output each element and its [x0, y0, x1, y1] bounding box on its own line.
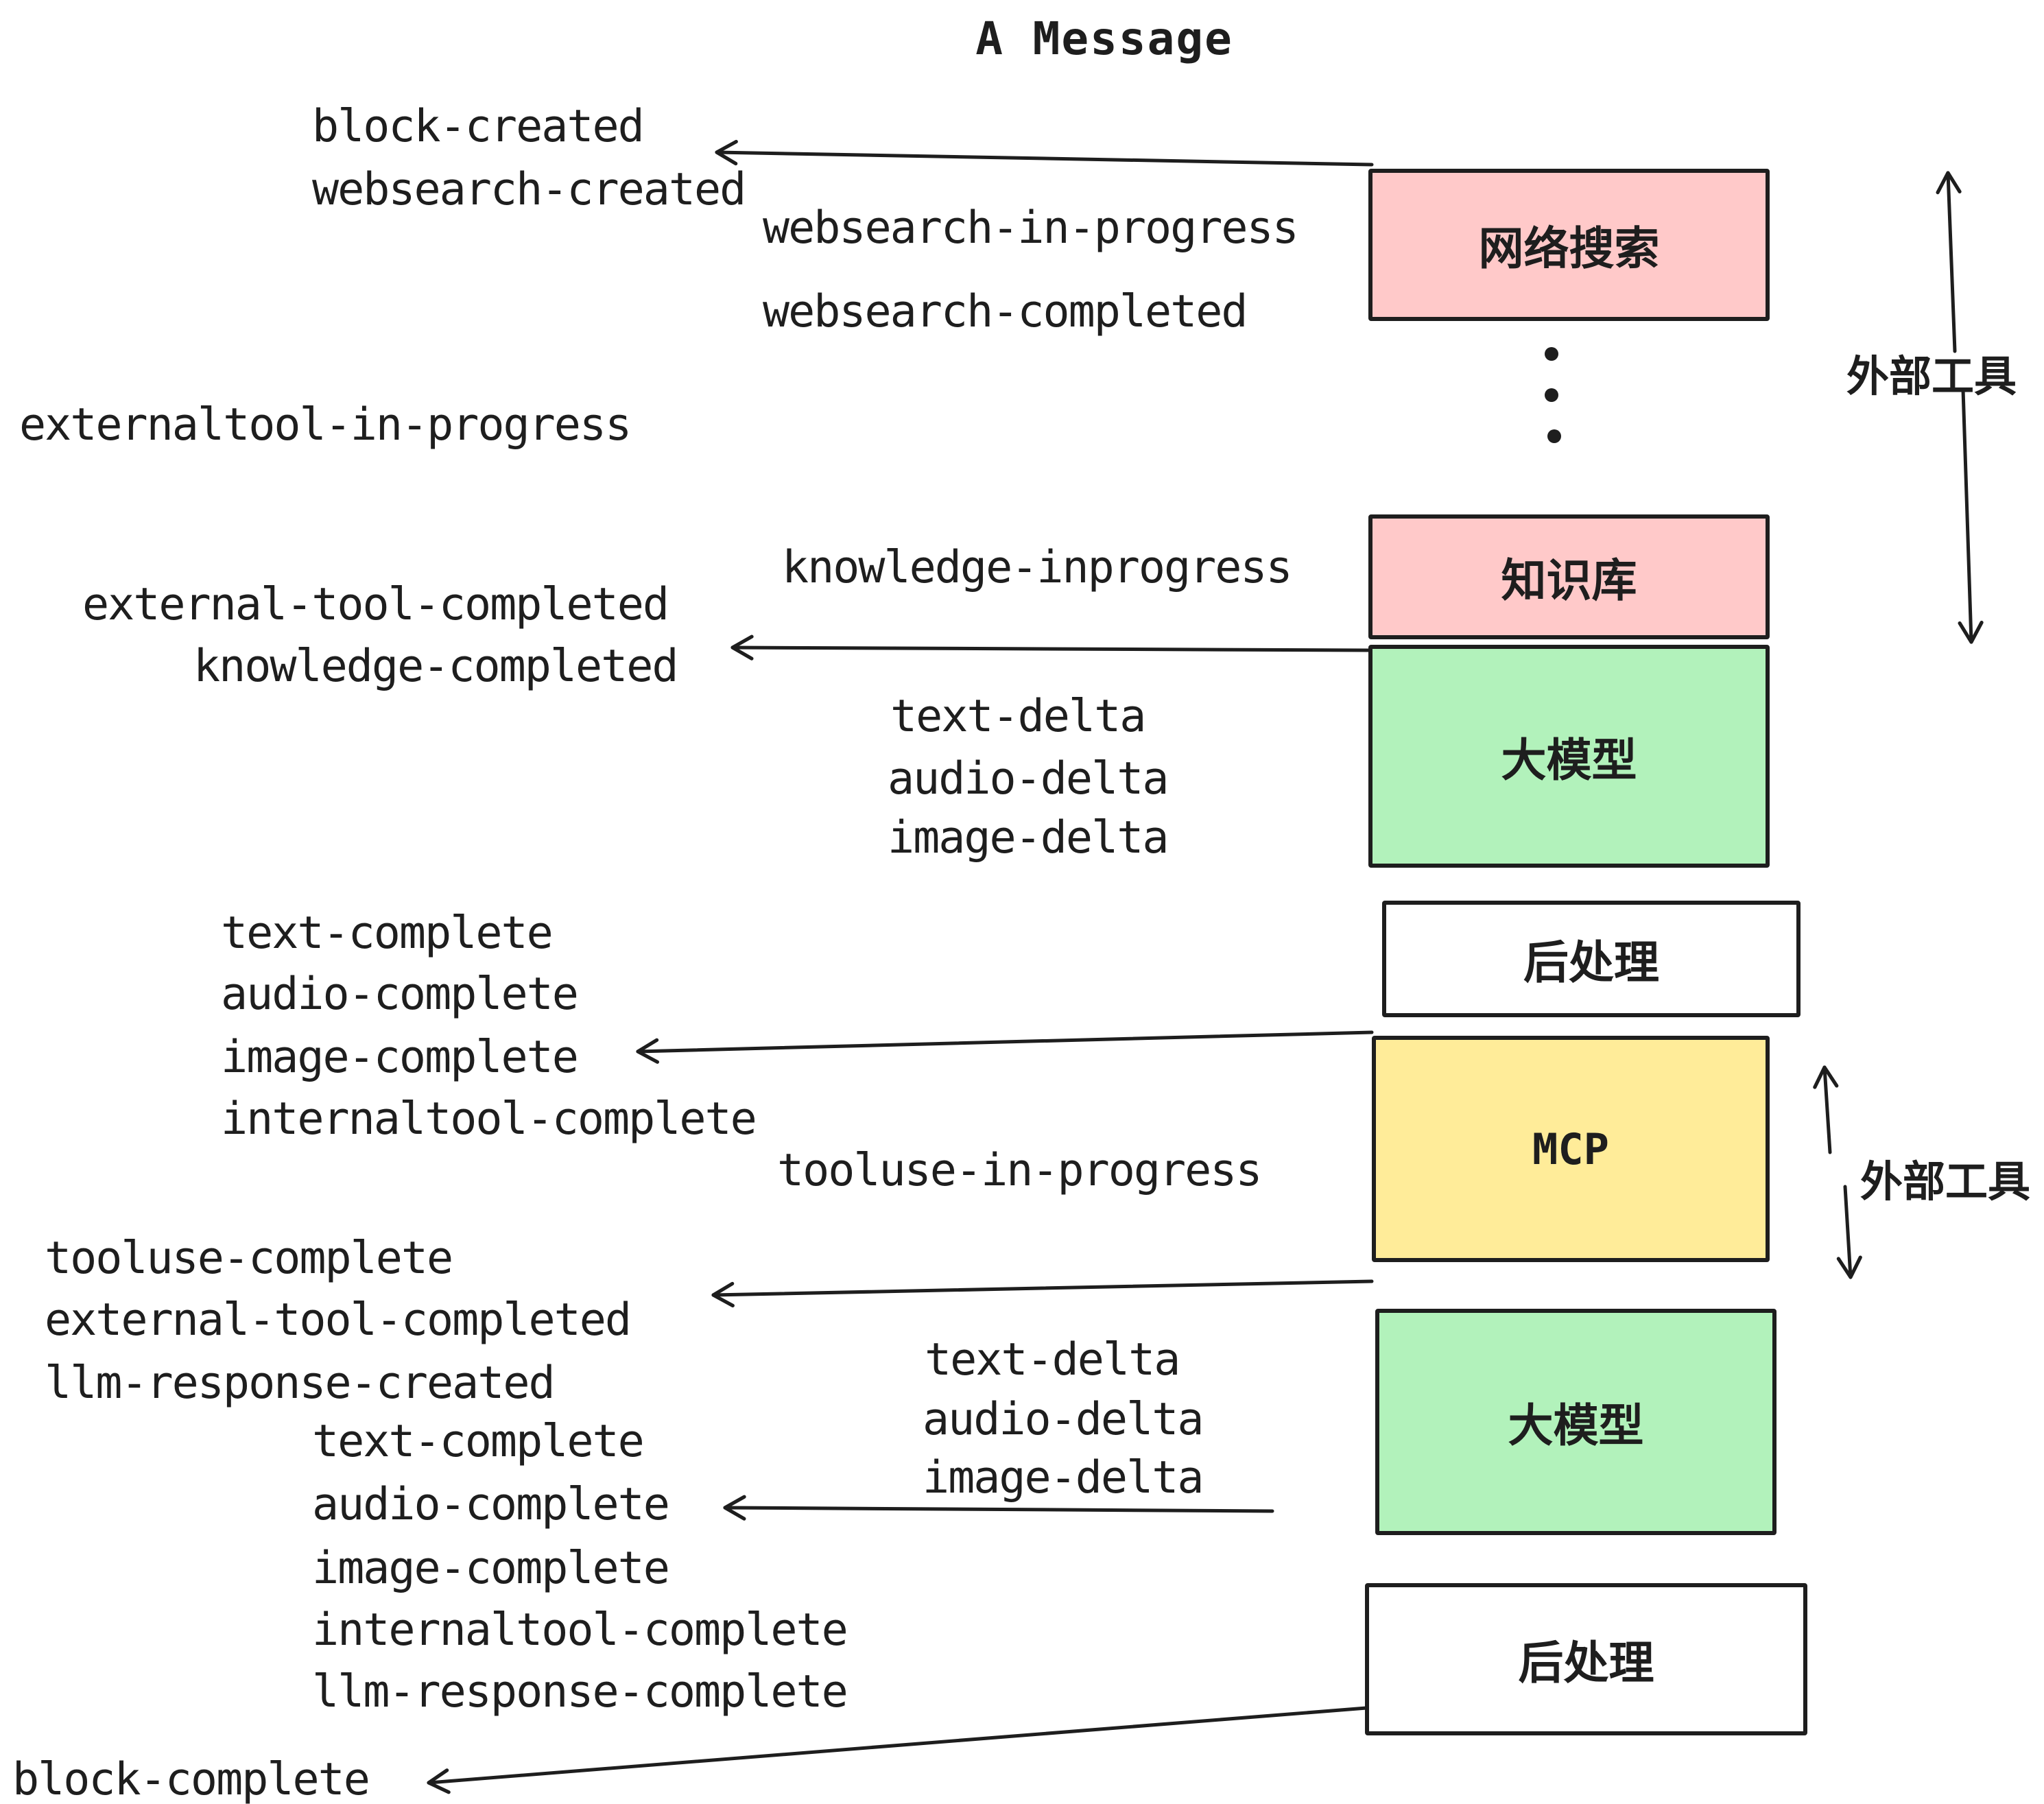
ellipsis-dots — [1545, 347, 1561, 443]
event-audio-complete-1: audio-complete — [221, 969, 579, 1020]
event-internaltool-complete-2: internaltool-complete — [312, 1604, 848, 1656]
arrow-knowledge-completed — [730, 634, 1370, 661]
event-audio-delta-1: audio-delta — [888, 753, 1169, 805]
external-tools-2-down-arrow — [1836, 1185, 1862, 1279]
external-tools-label-1: 外部工具 — [1846, 351, 2017, 401]
event-image-delta-1: image-delta — [888, 812, 1169, 864]
event-tooluse-complete: tooluse-complete — [45, 1233, 453, 1284]
arrow-audio-complete-2 — [723, 1495, 1274, 1521]
event-external-tool-completed-1: external-tool-completed — [82, 579, 669, 630]
event-knowledge-completed: knowledge-completed — [193, 641, 679, 692]
event-text-complete-1: text-complete — [221, 907, 554, 959]
event-tooluse-in-progress: tooluse-in-progress — [777, 1145, 1263, 1196]
arrow-tooluse-complete — [711, 1279, 1374, 1308]
event-websearch-created: websearch-created — [312, 164, 746, 215]
event-externaltool-in-progress: externaltool-in-progress — [19, 399, 632, 451]
event-image-complete-1: image-complete — [221, 1032, 579, 1083]
event-internaltool-complete-1: internaltool-complete — [221, 1093, 757, 1145]
event-block-complete: block-complete — [12, 1754, 370, 1804]
event-llm-response-complete: llm-response-complete — [312, 1666, 848, 1718]
external-tools-1-down-arrow — [1958, 388, 1984, 644]
box-llm-1: 大模型 — [1368, 645, 1770, 868]
box-llm-2: 大模型 — [1375, 1309, 1776, 1535]
box-mcp: MCP — [1372, 1036, 1770, 1262]
event-image-complete-2: image-complete — [312, 1543, 670, 1594]
event-audio-complete-2: audio-complete — [312, 1479, 670, 1530]
event-block-created: block-created — [312, 101, 645, 152]
arrow-image-complete-1 — [636, 1030, 1374, 1064]
event-text-delta-2: text-delta — [925, 1334, 1180, 1386]
box-knowledge-base: 知识库 — [1368, 514, 1770, 639]
event-text-delta-1: text-delta — [890, 691, 1146, 742]
event-audio-delta-2: audio-delta — [923, 1394, 1204, 1445]
external-tools-1-up-arrow — [1936, 171, 1962, 353]
page-title: A Message — [975, 12, 1233, 65]
event-websearch-completed: websearch-completed — [763, 286, 1248, 337]
box-postprocess-2: 后处理 — [1365, 1583, 1807, 1735]
box-postprocess-1: 后处理 — [1382, 901, 1801, 1017]
box-websearch: 网络搜索 — [1368, 169, 1770, 321]
event-knowledge-inprogress: knowledge-inprogress — [782, 542, 1293, 593]
external-tools-label-2: 外部工具 — [1860, 1156, 2031, 1207]
event-text-complete-2: text-complete — [312, 1416, 645, 1467]
external-tools-2-up-arrow — [1813, 1065, 1839, 1154]
event-external-tool-completed-2: external-tool-completed — [45, 1294, 632, 1346]
event-image-delta-2: image-delta — [923, 1452, 1204, 1504]
arrow-websearch-created — [715, 139, 1374, 167]
event-llm-response-created: llm-response-created — [45, 1357, 556, 1409]
arrow-block-complete — [427, 1706, 1368, 1794]
event-websearch-in-progress: websearch-in-progress — [763, 202, 1299, 254]
